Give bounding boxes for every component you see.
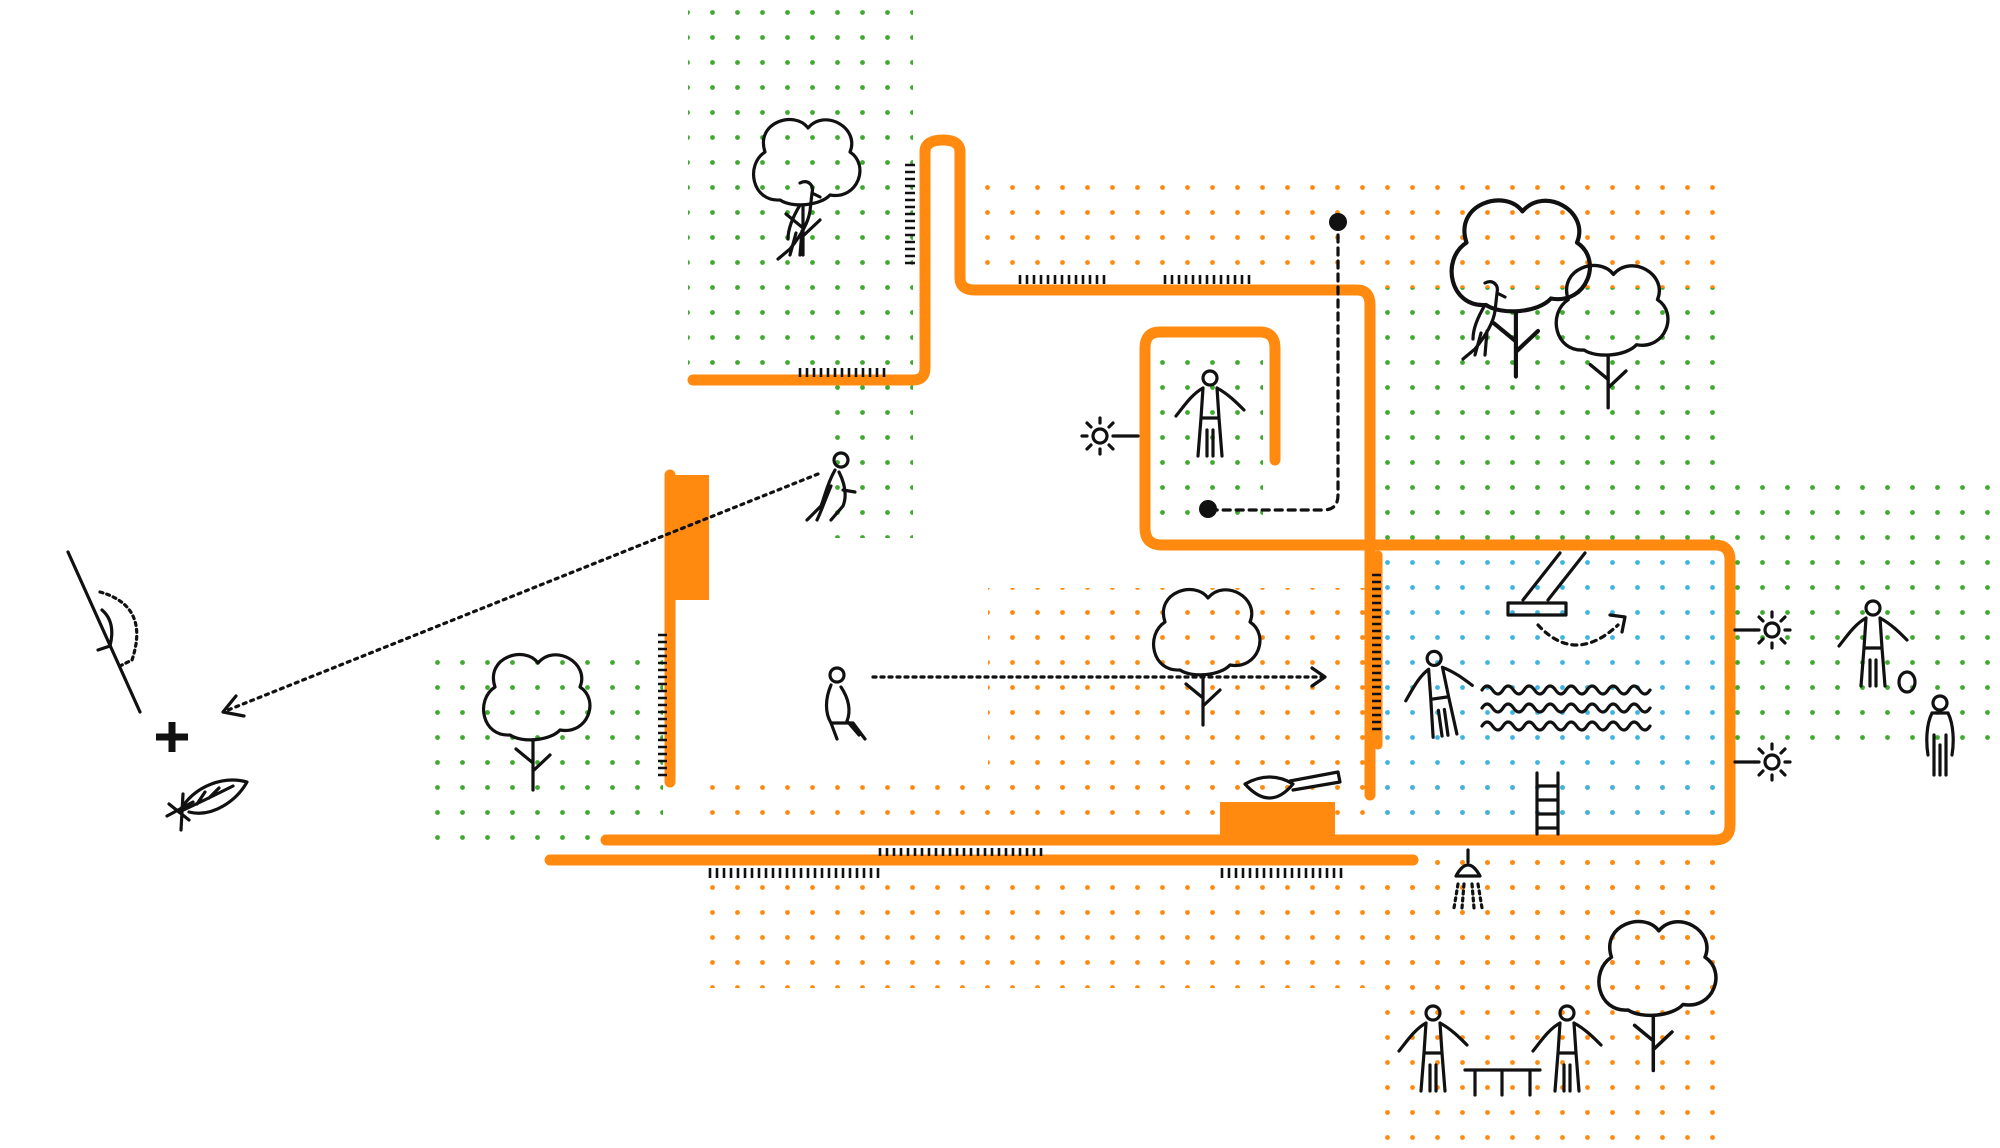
walls (544, 134, 1736, 866)
grill-counter (1220, 802, 1335, 837)
opening-hatch (708, 868, 880, 878)
opening-hatch (1220, 868, 1343, 878)
dive-arrowhead (1608, 613, 1627, 634)
opening-hatch (1018, 275, 1106, 284)
courtyard-wall (1139, 326, 1736, 846)
person-standing-icon (1925, 694, 1955, 777)
sundial-icon (66, 550, 142, 714)
opening-hatch (658, 633, 667, 777)
openings (658, 163, 1381, 878)
opening-hatch (1163, 275, 1251, 284)
opening-hatch (1372, 573, 1381, 731)
shower-icon (1452, 848, 1484, 910)
ball-icon (1897, 670, 1917, 694)
terrace-zone-center (988, 588, 1373, 788)
walk-arrowhead-east (1310, 666, 1327, 688)
garden-zone-inner-court (1153, 340, 1263, 515)
grill-icon (1243, 770, 1342, 800)
terrace-zones (703, 168, 1733, 1148)
dive-arc (1536, 623, 1620, 647)
chimney-block (666, 475, 709, 600)
sun-icon (1733, 742, 1792, 782)
terrace-zone-southeast (1373, 838, 1733, 1148)
icons (66, 117, 1955, 1097)
opening-hatch (798, 368, 886, 377)
compass-cross-icon (156, 722, 188, 752)
service-path (1206, 220, 1340, 512)
garden-zone-northeast (1373, 288, 1733, 543)
waves-icon (1480, 684, 1652, 732)
paths (221, 213, 1627, 718)
leaf-icon (165, 778, 249, 832)
opening-hatch (905, 163, 915, 265)
person-reclining-icon (805, 451, 857, 522)
bench-table-icon (1463, 1068, 1542, 1097)
pool-ladder-icon (1535, 771, 1560, 836)
opening-hatch (878, 848, 1043, 856)
path-node-top (1329, 213, 1347, 231)
diving-board-icon (1506, 551, 1587, 617)
path-node-court (1199, 500, 1217, 518)
gaze-line-to-sundial (226, 472, 820, 712)
sun-icon (1733, 610, 1792, 650)
sun-icon (1080, 416, 1140, 456)
gaze-arrowhead-west (221, 694, 246, 718)
person-sitting-icon (824, 666, 867, 741)
terrace-zone-east-edge (1373, 168, 1733, 183)
garden-zone-west (433, 658, 663, 843)
house-outer-wall (687, 134, 1376, 801)
garden-zone-north (688, 0, 913, 378)
